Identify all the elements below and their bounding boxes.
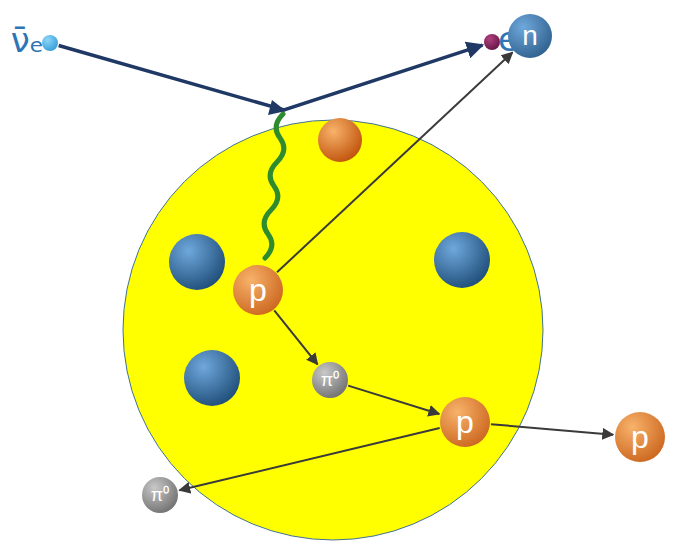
proton-ball: p (440, 397, 490, 447)
particle-symbol: π⁰ (151, 486, 169, 504)
nucleus (123, 120, 543, 540)
pion-ball: π⁰ (142, 477, 178, 513)
particle-track (277, 52, 512, 272)
neutron-ball (184, 350, 240, 406)
proton-ball (318, 118, 362, 162)
proton-ball: p (615, 412, 665, 462)
neutron-ball (434, 232, 490, 288)
particle-symbol: p (249, 274, 267, 306)
particle-track (179, 428, 439, 490)
particle-track (348, 386, 439, 414)
neutron-ball (169, 234, 225, 290)
pion-ball: π⁰ (312, 362, 348, 398)
particle-track (274, 310, 317, 364)
positron-dot: e⁺ (484, 34, 500, 50)
particle-symbol: π⁰ (321, 371, 339, 389)
particle-track (59, 45, 483, 110)
antineutrino-dot: ν̄ₑ (42, 35, 58, 51)
particle-label: ν̄ₑ (11, 23, 44, 57)
proton-ball: p (233, 265, 283, 315)
particle-symbol: p (456, 406, 474, 438)
particle-symbol: p (631, 421, 649, 453)
neutron-ball: n (508, 14, 552, 58)
particle-symbol: n (522, 22, 538, 50)
particle-track (491, 424, 613, 434)
boson-wavy-line (264, 114, 284, 258)
